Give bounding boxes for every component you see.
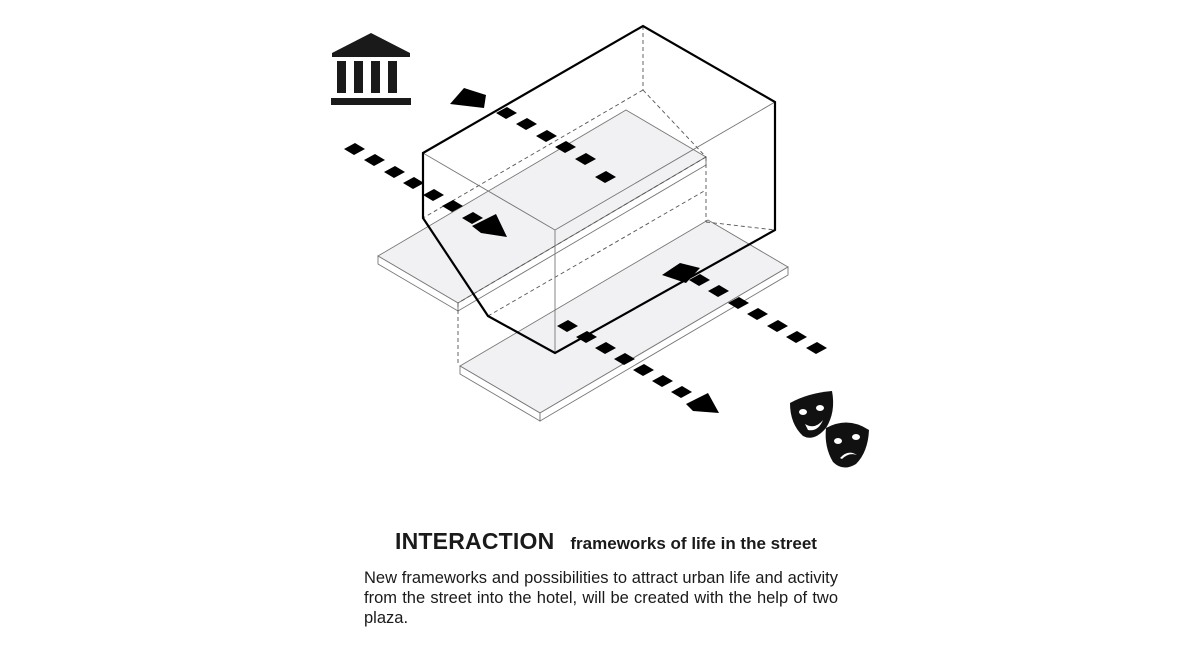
arrow-inbound-lower bbox=[662, 263, 827, 354]
hotel-volume-outline bbox=[421, 24, 777, 355]
museum-icon bbox=[331, 33, 411, 105]
title-row: INTERACTION frameworks of life in the st… bbox=[374, 528, 838, 555]
caption-block: INTERACTION frameworks of life in the st… bbox=[364, 528, 838, 628]
arrow-inbound-upper bbox=[344, 143, 507, 237]
interaction-diagram bbox=[331, 24, 869, 468]
caption-body: New frameworks and possibilities to attr… bbox=[364, 569, 838, 627]
hidden-edges bbox=[422, 26, 776, 366]
visible-thin-edges bbox=[422, 101, 776, 353]
theatre-masks-icon bbox=[790, 391, 869, 468]
arrow-outbound-lower bbox=[557, 320, 719, 413]
arrow-outbound-upper bbox=[450, 88, 616, 183]
caption-subtitle: frameworks of life in the street bbox=[570, 534, 817, 553]
caption-title: INTERACTION bbox=[395, 528, 555, 554]
upper-plaza bbox=[377, 109, 707, 312]
